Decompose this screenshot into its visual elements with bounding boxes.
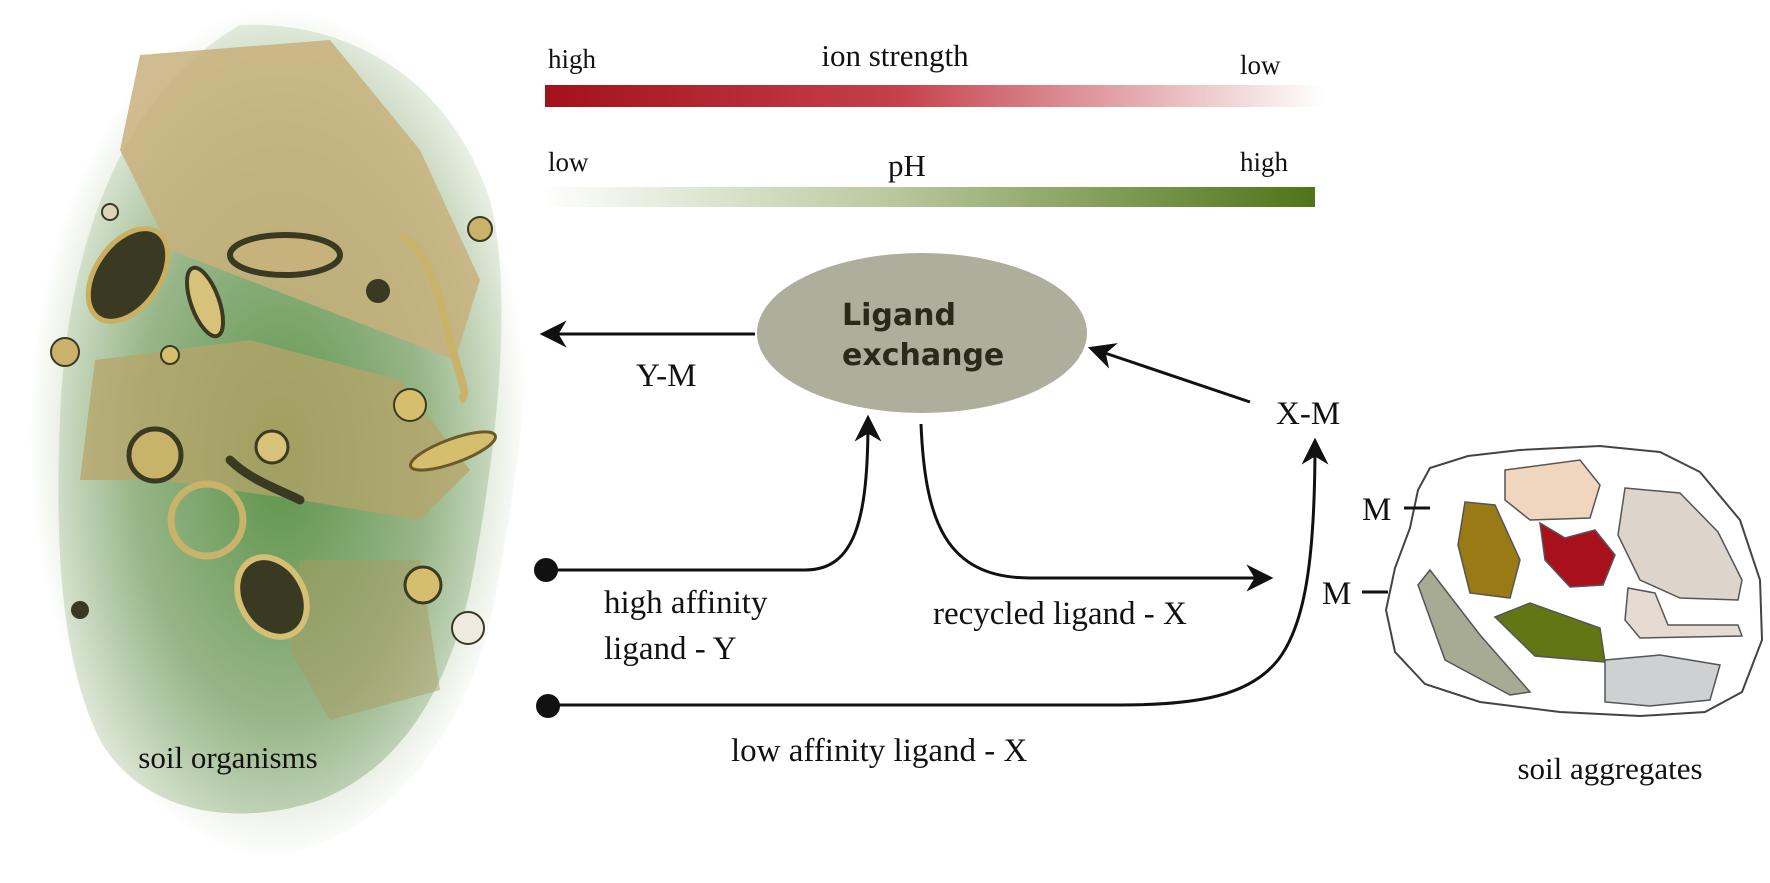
aggregate-piece-1 — [1504, 459, 1601, 521]
cell-small-5 — [101, 203, 119, 221]
soil-aggregate: M M soil aggregates — [1322, 444, 1764, 786]
cell-small-6 — [393, 388, 427, 422]
m-label-bottom: M — [1322, 576, 1351, 612]
cell-small-1 — [467, 216, 493, 242]
ligand-y-source-dot — [534, 558, 558, 582]
radiolarian-2 — [403, 565, 443, 605]
ph-left-label: low — [548, 147, 589, 177]
aggregate-piece-2 — [1457, 501, 1521, 599]
ligand-exchange-line1: Ligand — [842, 298, 956, 333]
radiolarian-3 — [160, 345, 180, 365]
ph-scale: low pH high — [540, 147, 1315, 207]
protist-4 — [234, 554, 310, 640]
aggregate-piece-7 — [1493, 602, 1606, 663]
filament-1 — [397, 231, 469, 404]
ligand-exchange-line2: exchange — [842, 338, 1004, 373]
cell-small-4 — [71, 601, 89, 619]
bacterium-3 — [184, 265, 226, 339]
ion-strength-scale: high ion strength low — [545, 38, 1325, 107]
soil-aggregates-label: soil aggregates — [1517, 751, 1702, 786]
soil-particle-3 — [290, 560, 440, 720]
ion-strength-title: ion strength — [821, 38, 969, 73]
ligand-exchange-ellipse — [757, 253, 1087, 413]
y-m-label: Y-M — [636, 358, 697, 394]
bacterium-2 — [227, 232, 343, 278]
arrows — [539, 320, 1329, 707]
ligand-exchange-node: Ligand exchange — [757, 253, 1087, 413]
ion-strength-right-label: low — [1240, 50, 1281, 80]
protist-2 — [167, 480, 247, 560]
cell-small-2 — [50, 337, 80, 367]
high-affinity-label-line2: ligand - Y — [604, 631, 737, 667]
filament-2 — [225, 455, 305, 505]
aggregate-piece-4 — [1617, 487, 1743, 601]
soil-organisms-label: soil organisms — [138, 740, 317, 775]
aggregate-piece-8 — [1604, 654, 1721, 707]
bacterium-1 — [85, 226, 171, 324]
cell-small-3 — [451, 611, 485, 645]
protist-1 — [126, 426, 184, 484]
m-label-top: M — [1362, 492, 1391, 528]
ph-right-label: high — [1240, 147, 1289, 177]
ph-title: pH — [888, 148, 926, 183]
aggregate-piece-3 — [1539, 521, 1616, 588]
protist-3 — [254, 429, 290, 465]
arrow-low-affinity — [548, 437, 1329, 707]
arrow-high-affinity — [546, 414, 882, 572]
soil-particle-1 — [120, 40, 480, 360]
aggregate-piece-5 — [1624, 587, 1744, 639]
arrow-recycled-ligand — [919, 423, 1274, 592]
ligand-x-source-dot — [536, 694, 560, 718]
radiolarian-1 — [366, 279, 390, 303]
ion-strength-left-label: high — [548, 44, 597, 74]
high-affinity-label-line1: high affinity — [604, 585, 768, 621]
protist-5 — [409, 430, 497, 472]
ion-strength-bar — [545, 85, 1325, 107]
soil-organisms-illustration: soil organisms — [28, 7, 529, 861]
aggregate-piece-6 — [1417, 568, 1532, 696]
ph-bar — [540, 187, 1315, 207]
arrow-x-m-to-exchange — [1087, 343, 1251, 404]
low-affinity-label: low affinity ligand - X — [731, 733, 1028, 769]
recycled-ligand-label: recycled ligand - X — [933, 596, 1187, 632]
x-m-label: X-M — [1276, 396, 1340, 432]
